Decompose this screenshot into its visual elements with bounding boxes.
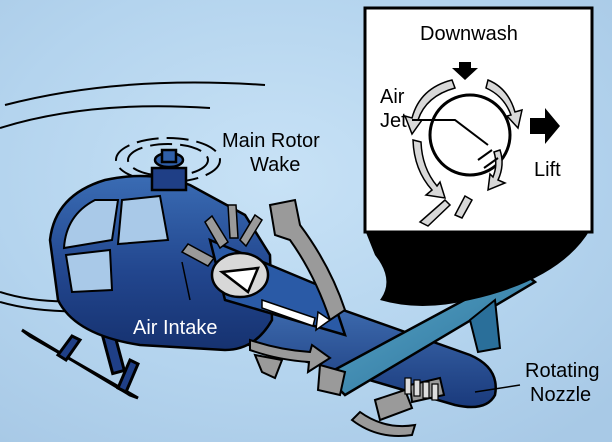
label-rotating-nozzle-1: Rotating	[525, 360, 600, 382]
label-main-rotor-wake-2: Wake	[250, 154, 300, 176]
label-air-jet-1: Air	[380, 86, 405, 108]
label-downwash: Downwash	[420, 23, 518, 45]
label-air-jet-2: Jet	[380, 110, 407, 132]
label-main-rotor-wake-1: Main Rotor	[222, 130, 320, 152]
label-rotating-nozzle-2: Nozzle	[530, 384, 591, 406]
label-lift: Lift	[534, 159, 561, 181]
rotor-mast	[152, 150, 186, 190]
label-air-intake: Air Intake	[133, 317, 217, 339]
